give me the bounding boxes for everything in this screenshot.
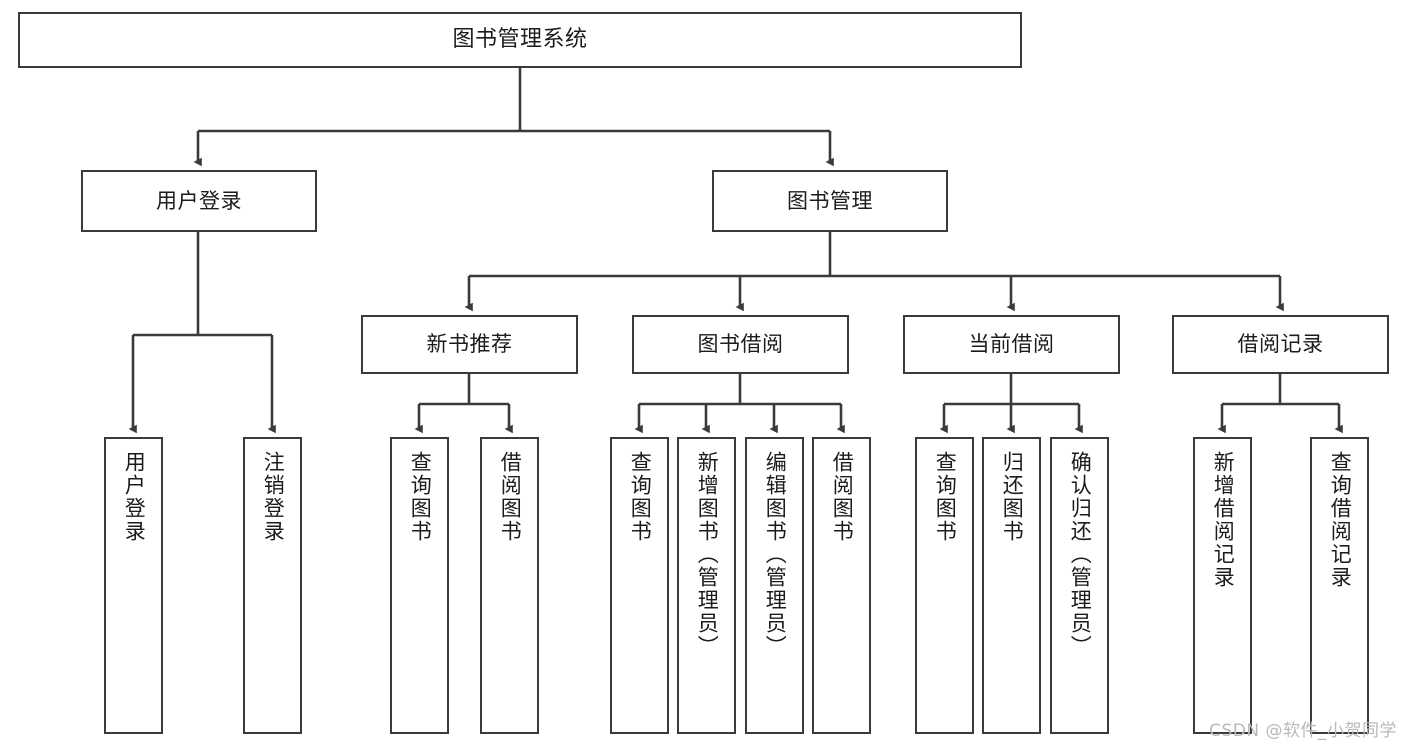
leaf-label: 查询图书 [933, 451, 958, 543]
leaf-book-borrow-edit[interactable]: 编辑图书（管理员） [745, 437, 804, 734]
leaf-label: 用户登录 [122, 451, 147, 543]
leaf-label: 借阅图书 [498, 451, 523, 543]
leaf-current-borrow-return[interactable]: 归还图书 [982, 437, 1041, 734]
node-new-book-recommend-label: 新书推荐 [426, 332, 513, 357]
leaf-label: 新增借阅记录 [1211, 451, 1236, 589]
leaf-book-borrow-add[interactable]: 新增图书（管理员） [677, 437, 736, 734]
node-book-management[interactable]: 图书管理 [712, 170, 948, 232]
node-new-book-recommend[interactable]: 新书推荐 [361, 315, 578, 374]
node-root[interactable]: 图书管理系统 [18, 12, 1022, 68]
node-book-management-label: 图书管理 [787, 188, 873, 213]
leaf-label: 查询图书 [628, 451, 653, 543]
node-borrow-record[interactable]: 借阅记录 [1172, 315, 1389, 374]
leaf-book-borrow-query[interactable]: 查询图书 [610, 437, 669, 734]
node-current-borrow-label: 当前借阅 [968, 332, 1055, 357]
leaf-borrow-record-add[interactable]: 新增借阅记录 [1193, 437, 1252, 734]
leaf-label: 新增图书（管理员） [695, 451, 720, 658]
leaf-label: 归还图书 [1000, 451, 1025, 543]
node-book-borrow[interactable]: 图书借阅 [632, 315, 849, 374]
leaf-user-login-logout[interactable]: 注销登录 [243, 437, 302, 734]
leaf-label: 编辑图书（管理员） [763, 451, 788, 658]
leaf-current-borrow-confirm-return[interactable]: 确认归还（管理员） [1050, 437, 1109, 734]
node-book-borrow-label: 图书借阅 [697, 332, 784, 357]
leaf-book-borrow-borrow[interactable]: 借阅图书 [812, 437, 871, 734]
node-user-login-label: 用户登录 [156, 188, 242, 213]
leaf-new-book-borrow[interactable]: 借阅图书 [480, 437, 539, 734]
leaf-user-login-login[interactable]: 用户登录 [104, 437, 163, 734]
node-borrow-record-label: 借阅记录 [1237, 332, 1324, 357]
leaf-label: 查询图书 [408, 451, 433, 543]
leaf-label: 确认归还（管理员） [1068, 451, 1093, 658]
leaf-new-book-query[interactable]: 查询图书 [390, 437, 449, 734]
leaf-label: 注销登录 [261, 451, 286, 543]
node-user-login[interactable]: 用户登录 [81, 170, 317, 232]
leaf-current-borrow-query[interactable]: 查询图书 [915, 437, 974, 734]
node-root-label: 图书管理系统 [452, 27, 588, 53]
leaf-label: 查询借阅记录 [1328, 451, 1353, 589]
leaf-borrow-record-query[interactable]: 查询借阅记录 [1310, 437, 1369, 734]
leaf-label: 借阅图书 [830, 451, 855, 543]
node-current-borrow[interactable]: 当前借阅 [903, 315, 1120, 374]
